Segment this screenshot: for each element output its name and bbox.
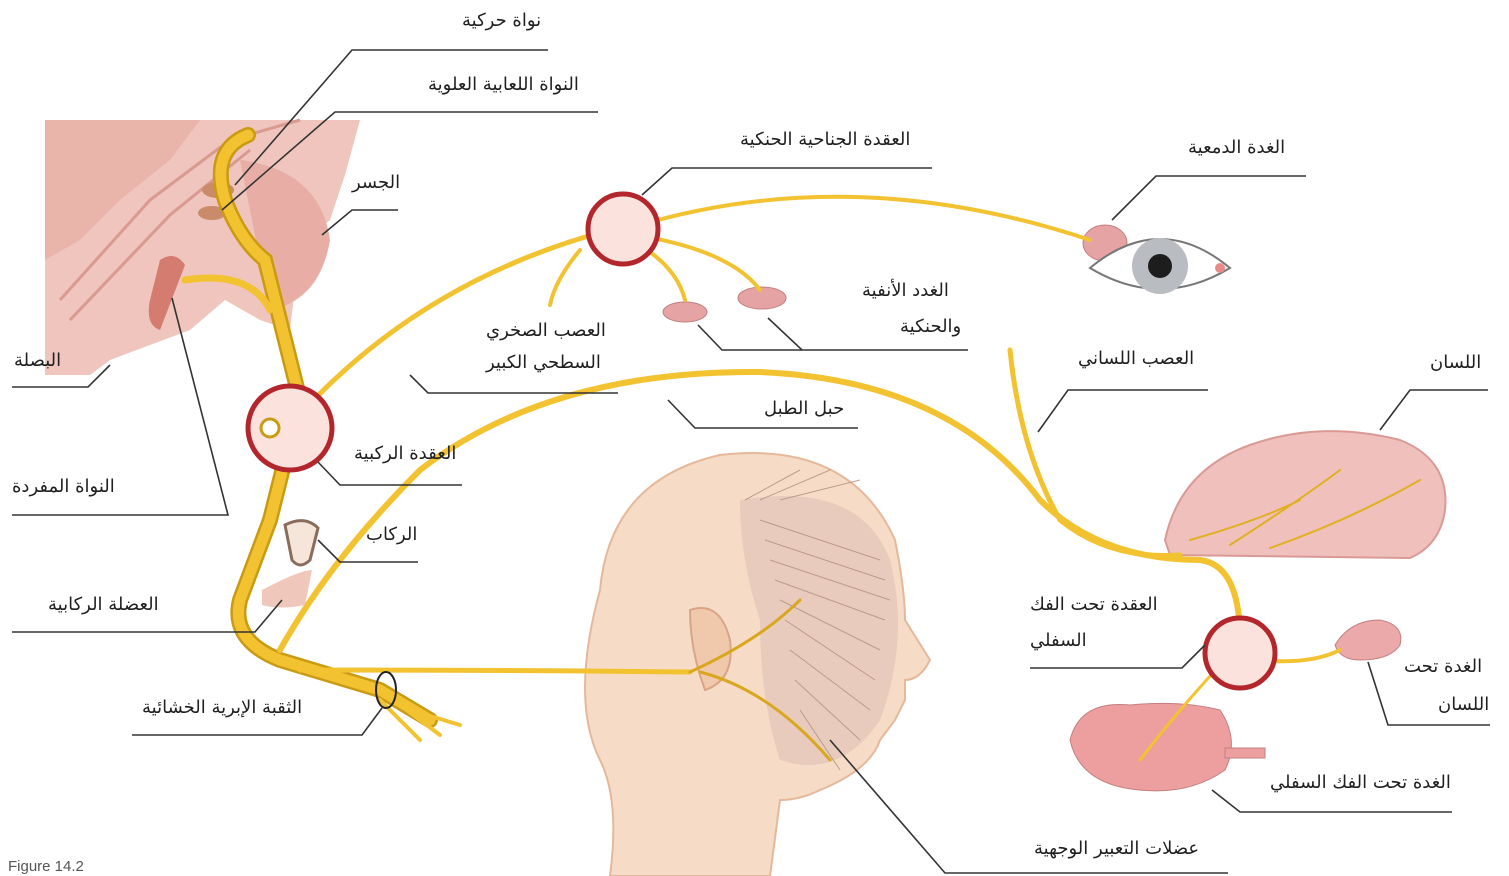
label-facial-expression-muscles: عضلات التعبير الوجهية xyxy=(1034,838,1199,860)
label-greater-petrosal-line1: العصب الصخري xyxy=(486,320,606,342)
head-profile xyxy=(585,453,930,876)
label-pons: الجسر xyxy=(352,172,400,194)
label-pterygopalatine-ganglion: العقدة الجناحية الحنكية xyxy=(740,129,910,151)
label-submandibular-ganglion-line1: العقدة تحت الفك xyxy=(1030,594,1158,616)
label-stylomastoid-foramen: الثقبة الإبرية الخشائية xyxy=(142,697,302,719)
label-nasal-palatine-glands-line2: والحنكية xyxy=(900,316,961,338)
label-geniculate-ganglion: العقدة الركبية xyxy=(354,443,456,465)
label-solitary-nucleus: النواة المفردة xyxy=(12,476,115,498)
label-tongue: اللسان xyxy=(1430,352,1481,374)
submandibular-ganglion-ring xyxy=(1205,618,1275,688)
label-chorda-tympani: حبل الطبل xyxy=(764,398,844,420)
figure-caption: Figure 14.2 xyxy=(8,858,84,875)
label-stapedius-muscle: العضلة الركابية xyxy=(48,594,159,616)
label-stapes: الركاب xyxy=(366,524,417,546)
label-lingual-nerve: العصب اللساني xyxy=(1078,348,1194,370)
label-motor-nucleus: نواة حركية xyxy=(462,10,541,32)
pterygopalatine-ganglion-ring xyxy=(588,194,658,264)
label-sublingual-gland-line2: اللسان xyxy=(1438,694,1489,716)
label-superior-salivatory-nucleus: النواة اللعابية العلوية xyxy=(428,74,579,96)
label-medulla: البصلة xyxy=(14,350,61,372)
brainstem xyxy=(45,120,360,375)
label-submandibular-gland: الغدة تحت الفك السفلي xyxy=(1270,772,1451,794)
label-submandibular-ganglion-line2: السفلي xyxy=(1030,630,1087,652)
label-greater-petrosal-line2: السطحي الكبير xyxy=(486,352,601,374)
label-sublingual-gland-line1: الغدة تحت xyxy=(1404,656,1482,678)
label-lacrimal-gland: الغدة الدمعية xyxy=(1188,137,1285,159)
label-nasal-palatine-glands-line1: الغدد الأنفية xyxy=(862,280,949,302)
